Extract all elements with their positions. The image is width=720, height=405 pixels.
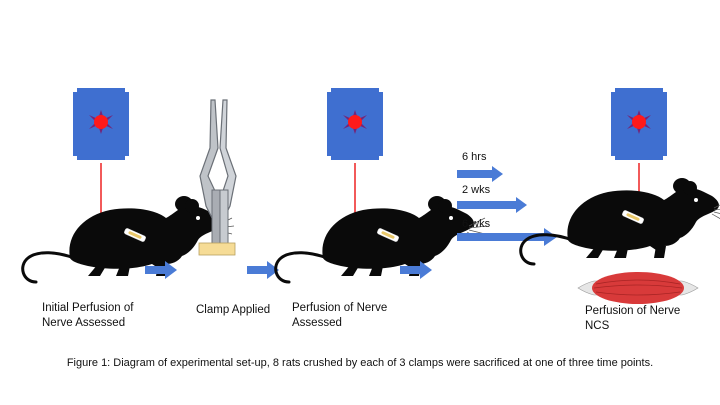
step4-label: Perfusion of Nerve NCS [585,304,680,334]
rat-3 [519,176,720,266]
step3-label: Perfusion of Nerve Assessed [292,301,387,331]
laser-device-2 [327,88,383,160]
step3-label-line1: Perfusion of Nerve [292,302,388,314]
time-label-2wks: 2 wks [462,184,491,196]
rat-2 [274,194,489,284]
muscle-icon [577,272,699,304]
flow-arrow-2 [247,261,279,279]
step1-label-line1: Initial Perfusion of [42,302,134,314]
time-arrow-2wks [457,197,527,213]
clamp-icon [199,99,237,245]
time-arrow-6wks [457,228,557,246]
step4-label-line1: Perfusion of Nerve [585,305,681,317]
rat-1 [21,194,236,284]
step2-label: Clamp Applied [196,304,271,316]
laser-device-1 [73,88,129,160]
time-arrow-6hrs [457,166,503,182]
step4-label-line2: NCS [585,320,610,332]
figure-caption: Figure 1: Diagram of experimental set-up… [66,357,654,369]
step1-label: Initial Perfusion of Nerve Assessed [42,301,133,331]
laser-device-3 [611,88,667,160]
step1-label-line2: Nerve Assessed [42,317,126,329]
time-label-6hrs: 6 hrs [462,151,487,163]
step3-label-line2: Assessed [292,317,342,329]
time-label-6wks: 6 wks [462,218,491,230]
nerve-segment [198,242,236,256]
